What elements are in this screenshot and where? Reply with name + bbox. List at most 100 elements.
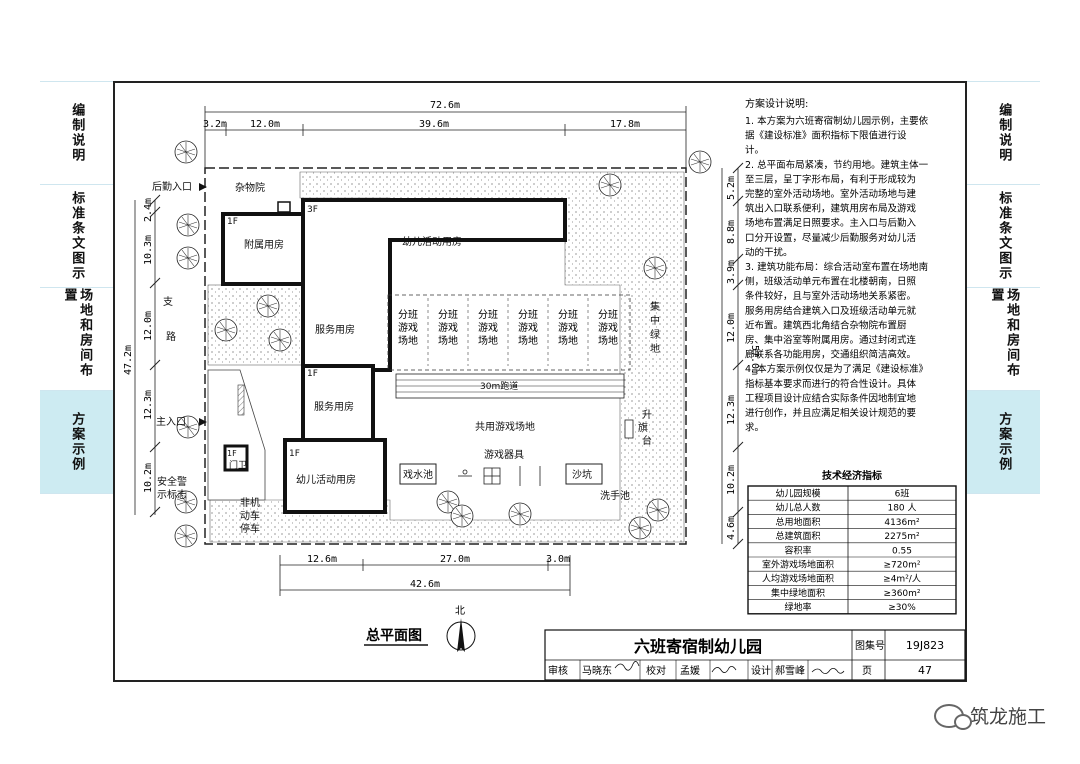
water-pool-label: 戏水池 bbox=[403, 468, 433, 481]
dim-left-seg1: 2.4m bbox=[143, 198, 154, 222]
flag-label-3: 台 bbox=[642, 434, 652, 447]
notes-line: 场地布置满足日照要求。主入口与后勤入 bbox=[745, 217, 917, 229]
chimney bbox=[277, 201, 291, 213]
nav-tab-2-right[interactable]: 标准条文图示 bbox=[967, 184, 1040, 287]
class-play-label: 分班 bbox=[398, 309, 418, 321]
class-play-label: 游戏 bbox=[518, 321, 538, 334]
track-label: 30m跑道 bbox=[480, 380, 518, 392]
notes-line: 进行创作，并且应满足相关设计规范的要 bbox=[745, 407, 916, 419]
play-equip-label: 游戏器具 bbox=[484, 448, 524, 461]
notes-line: 口分开设置，尽量减少后勤服务对幼儿活 bbox=[745, 232, 917, 244]
main-entry-label: 主入口 bbox=[156, 416, 186, 428]
dim-right-seg1: 5.2m bbox=[726, 176, 737, 200]
dim-top-seg2: 12.0m bbox=[250, 119, 280, 130]
page-no: 47 bbox=[918, 664, 932, 677]
flag-label-1: 升 bbox=[642, 409, 652, 421]
class-play-label: 场地 bbox=[438, 334, 458, 347]
aux-room-label: 附属用房 bbox=[244, 238, 284, 251]
dim-bottom-seg1: 12.6m bbox=[307, 554, 337, 565]
misc-yard-label: 杂物院 bbox=[235, 181, 265, 194]
econ-row-value: 6班 bbox=[895, 488, 910, 500]
class-play-label: 场地 bbox=[518, 334, 538, 347]
atlas-label: 图集号 bbox=[855, 639, 885, 652]
dim-top-seg3: 39.6m bbox=[419, 119, 449, 130]
econ-row-label: 室外游戏场地面积 bbox=[762, 559, 834, 571]
notes-line: 工程项目设计应结合实际条件因地制宜地 bbox=[745, 392, 917, 404]
class-play-label: 分班 bbox=[558, 309, 578, 321]
sandpit-label: 沙坑 bbox=[572, 468, 592, 481]
dim-left-seg4: 12.3m bbox=[143, 390, 154, 420]
dim-bottom-seg3: 3.0m bbox=[546, 554, 570, 565]
notes-line: 条件较好，且与室外活动场地关系紧密。 bbox=[745, 290, 916, 302]
notes-heading: 方案设计说明: bbox=[745, 97, 808, 110]
dim-right-total: 57.0m bbox=[749, 345, 760, 375]
watermark-text: 筑龙施工 bbox=[969, 706, 1046, 728]
class-play-label: 分班 bbox=[478, 309, 498, 321]
hatch-strip bbox=[237, 384, 245, 416]
right-nav: 编制说明 标准条文图示 场地和房间布置 方案示例 bbox=[967, 81, 1040, 494]
nav-tab-2[interactable]: 标准条文图示 bbox=[40, 184, 113, 287]
dim-left-seg2: 10.3m bbox=[143, 235, 154, 265]
road-label-1: 支 bbox=[163, 296, 173, 308]
service2-floor: 1F bbox=[307, 369, 318, 379]
check-signature bbox=[711, 666, 737, 673]
check-label: 校对 bbox=[646, 664, 666, 677]
dim-right-seg3: 3.9m bbox=[726, 260, 737, 284]
notes-line: 2. 总平面布局紧凑，节约用地。建筑主体一 bbox=[745, 159, 929, 171]
nav-tab-1-right[interactable]: 编制说明 bbox=[967, 81, 1040, 184]
econ-row-label: 容积率 bbox=[784, 544, 811, 556]
review-signature bbox=[614, 661, 640, 671]
nav-tab-1[interactable]: 编制说明 bbox=[40, 81, 113, 184]
class-play-label: 游戏 bbox=[438, 321, 458, 334]
guard-floor: 1F bbox=[227, 449, 237, 458]
dim-top-seg1: 3.2m bbox=[203, 119, 227, 130]
class-play-label: 场地 bbox=[398, 334, 418, 347]
back-entry-label: 后勤入口 bbox=[152, 180, 192, 193]
dimension-lines bbox=[134, 106, 739, 596]
play-equipment bbox=[458, 466, 541, 486]
left-nav: 编制说明 标准条文图示 场地和房间布置 方案示例 bbox=[40, 81, 113, 494]
dim-right-seg6: 10.2m bbox=[726, 465, 737, 495]
green-label-1: 集 bbox=[650, 300, 660, 313]
green-label-3: 绿 bbox=[650, 328, 660, 341]
nav-tab-4[interactable]: 方案示例 bbox=[40, 390, 113, 494]
class-play-label: 分班 bbox=[518, 309, 538, 321]
safety-sign-label-2: 示标志 bbox=[157, 488, 187, 501]
running-track bbox=[395, 373, 625, 399]
check-name: 孟媛 bbox=[680, 664, 700, 677]
atlas-no: 19J823 bbox=[906, 639, 944, 652]
nav-tab-3[interactable]: 场地和房间布置 bbox=[40, 287, 113, 390]
econ-row-label: 幼儿园规模 bbox=[775, 488, 820, 500]
class-play-label: 场地 bbox=[478, 334, 498, 347]
parking-label-3: 停车 bbox=[240, 522, 260, 535]
notes-line: 筑出入口联系便利，建筑用房布局及游戏 bbox=[745, 203, 917, 215]
econ-row-label: 人均游戏场地面积 bbox=[762, 573, 834, 585]
main-entry-arrow bbox=[199, 418, 207, 426]
green-label-4: 地 bbox=[650, 342, 660, 355]
wash-pool-label: 洗手池 bbox=[600, 489, 630, 502]
green-label-2: 中 bbox=[650, 314, 660, 327]
notes-line: 廊联系各功能用房，交通组织简洁高效。 bbox=[745, 349, 916, 361]
safety-sign-label-1: 安全警 bbox=[157, 475, 187, 488]
design-signature bbox=[811, 668, 845, 674]
plan-title: 总平面图 bbox=[366, 627, 422, 644]
notes-line: 3. 建筑功能布局：综合活动室布置在场地南 bbox=[745, 261, 928, 273]
nav-tab-3-right[interactable]: 场地和房间布置 bbox=[967, 287, 1040, 390]
dim-right-seg2: 8.8m bbox=[726, 220, 737, 244]
parking-label-2: 动车 bbox=[240, 509, 260, 522]
wechat-icon bbox=[933, 703, 972, 730]
sheet-title: 六班寄宿制幼儿园 bbox=[634, 637, 762, 656]
notes-line: 至三层，呈丁字形布局，有利于形成较为 bbox=[745, 173, 916, 185]
road-label-2: 路 bbox=[166, 330, 176, 343]
econ-row-label: 绿地率 bbox=[784, 601, 811, 613]
guard-label: 门卫 bbox=[229, 459, 247, 471]
dim-right-seg4: 12.0m bbox=[726, 313, 737, 343]
notes-line: 计。 bbox=[745, 144, 764, 156]
notes-line: 指标基本要求而进行的符合性设计。具体 bbox=[745, 378, 917, 390]
notes-line: 动的干扰。 bbox=[745, 246, 793, 258]
page-label: 页 bbox=[862, 665, 872, 677]
dim-top-seg4: 17.8m bbox=[610, 119, 640, 130]
nav-tab-4-right[interactable]: 方案示例 bbox=[967, 390, 1040, 494]
